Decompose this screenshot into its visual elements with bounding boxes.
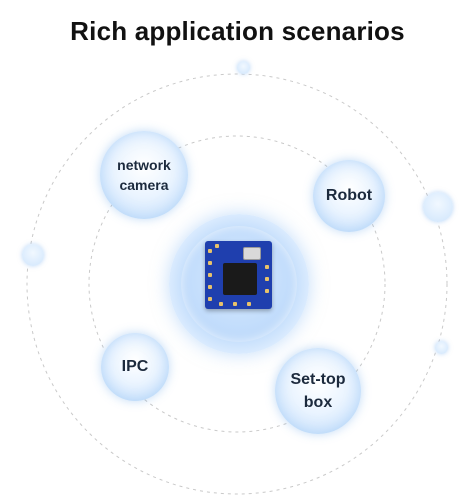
inner-orbit-ring [88, 135, 386, 433]
solder-pad [208, 297, 212, 301]
scenario-label: Set-top box [290, 370, 346, 411]
solder-pad [247, 302, 251, 306]
solder-pad [215, 244, 219, 248]
wifi-module-chip-icon [205, 241, 272, 309]
solder-pad [219, 302, 223, 306]
solder-pad [208, 261, 212, 265]
solder-pad [208, 285, 212, 289]
processor-chip [223, 263, 257, 295]
solder-pad [233, 302, 237, 306]
orbit-dot-top [237, 61, 250, 74]
outer-orbit-ring [26, 73, 448, 495]
scenario-ipc: IPC [101, 333, 169, 401]
scenario-label: IPC [121, 358, 149, 376]
orbit-dot-left [22, 244, 44, 266]
solder-pad [265, 289, 269, 293]
orbit-dot-lower-right [435, 341, 448, 354]
scenario-label: Robot [325, 187, 373, 205]
scenario-robot: Robot [313, 160, 385, 232]
page-title: Rich application scenarios [70, 16, 405, 46]
scenario-set-top-box: Set-top box [275, 348, 361, 434]
orbit-dot-right [423, 192, 453, 222]
solder-pad [265, 265, 269, 269]
scenario-label: network camera [117, 156, 171, 193]
solder-pad [208, 249, 212, 253]
crystal-component [243, 247, 261, 260]
solder-pad [265, 277, 269, 281]
solder-pad [208, 273, 212, 277]
scenario-network-camera: network camera [100, 131, 188, 219]
